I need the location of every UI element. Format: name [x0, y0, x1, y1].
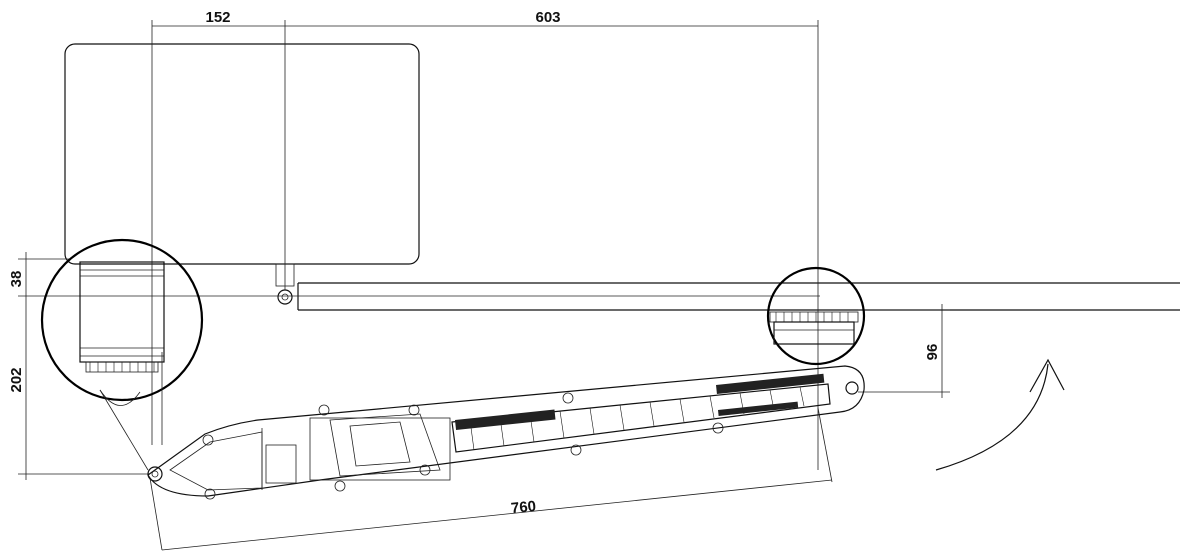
detail-circle-right	[766, 266, 866, 366]
actuator	[147, 365, 865, 500]
dim-603: 603	[535, 9, 560, 26]
curved-opening-arrow-icon	[935, 358, 1065, 471]
dim-38: 38	[8, 271, 25, 288]
dimension-top: 152 603	[151, 9, 819, 470]
screw-hatching	[469, 386, 805, 451]
dim-152: 152	[205, 9, 230, 26]
dimension-left: 38 202	[8, 252, 820, 480]
pillar	[64, 43, 420, 265]
detail-circle-left	[40, 238, 204, 471]
dimension-right: 96	[858, 304, 950, 398]
dim-202: 202	[8, 367, 25, 392]
dim-760: 760	[510, 498, 537, 518]
gate-leaf	[275, 263, 1180, 311]
dim-96: 96	[924, 344, 941, 361]
dimension-bottom: 760	[149, 407, 833, 551]
